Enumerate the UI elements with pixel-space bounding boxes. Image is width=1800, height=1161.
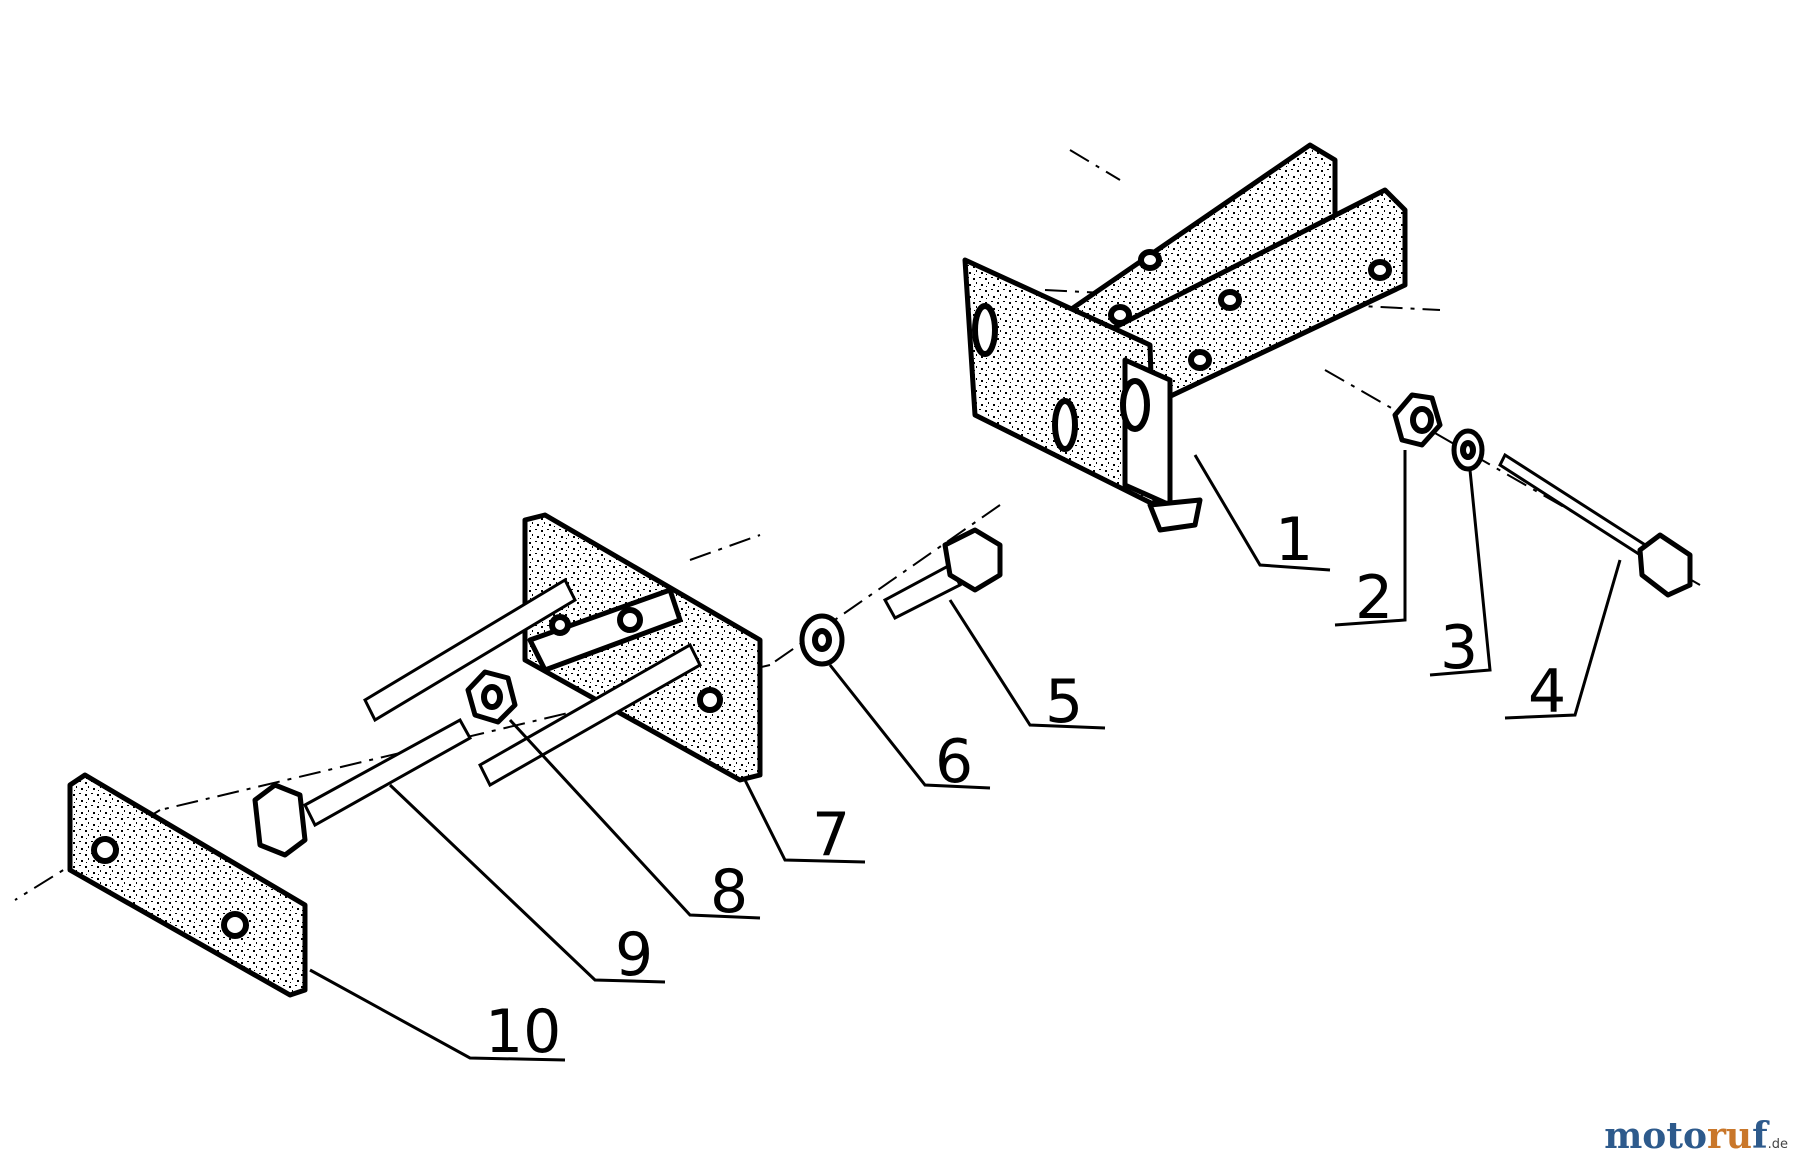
part-label-7: 7 <box>812 800 850 870</box>
leader-lines <box>309 450 1622 1062</box>
part-9-hex-bolt <box>252 717 473 858</box>
watermark-part-b: ru <box>1706 1115 1753 1157</box>
part-4-long-bolt <box>1498 452 1693 598</box>
part-1-bracket <box>962 142 1408 533</box>
part-label-9: 9 <box>615 920 653 990</box>
part-label-4: 4 <box>1528 657 1566 727</box>
part-7-plate <box>363 512 763 788</box>
part-6-washer <box>799 613 845 667</box>
part-8-pin <box>465 669 518 725</box>
part-label-2: 2 <box>1355 563 1393 633</box>
part-3-washer <box>1451 428 1485 472</box>
part-label-10: 10 <box>485 997 561 1067</box>
part-5-short-bolt <box>882 527 1003 620</box>
part-label-8: 8 <box>710 857 748 927</box>
watermark-part-c: f <box>1752 1115 1768 1157</box>
watermark-tld: .de <box>1767 1137 1788 1152</box>
part-2-nut <box>1392 392 1443 448</box>
part-label-6: 6 <box>935 727 973 797</box>
watermark-part-a: moto <box>1604 1115 1707 1157</box>
part-label-5: 5 <box>1045 667 1083 737</box>
part-label-3: 3 <box>1440 613 1478 683</box>
watermark-logo: motoruf.de <box>1604 1115 1788 1157</box>
part-10-strip <box>67 772 308 998</box>
part-label-1: 1 <box>1275 505 1313 575</box>
